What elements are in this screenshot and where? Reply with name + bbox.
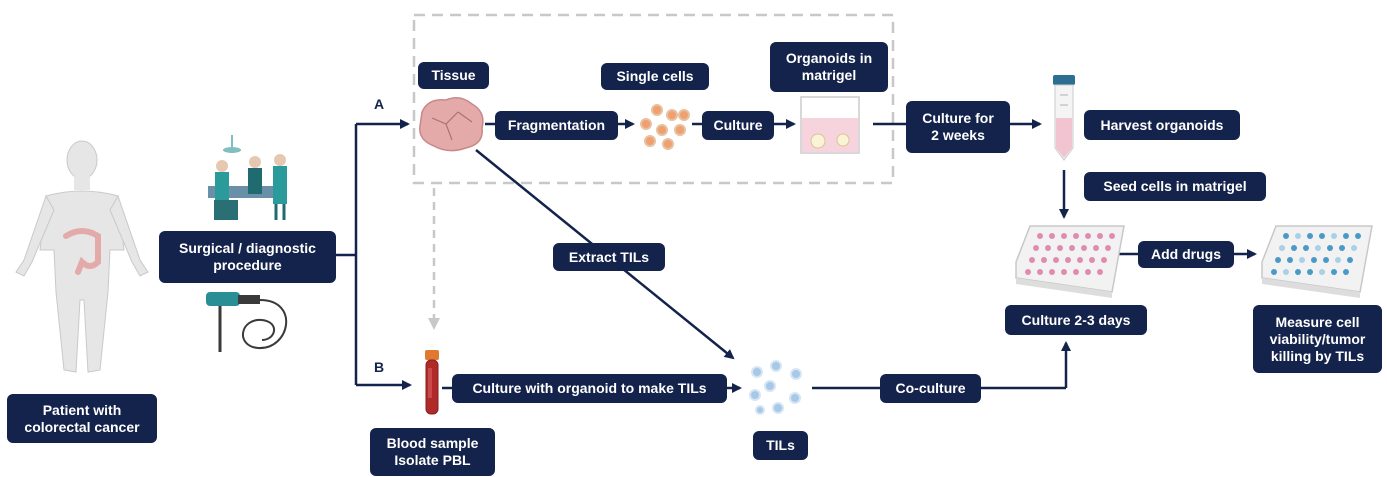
well-plate-pink-icon bbox=[1015, 225, 1125, 298]
tils-cells-icon bbox=[749, 360, 802, 415]
organoid-region-dashed-box bbox=[412, 13, 895, 185]
patient-body-icon bbox=[15, 140, 149, 373]
endoscope-icon bbox=[206, 292, 287, 352]
harvest-organoids-label: Harvest organoids bbox=[1084, 110, 1240, 140]
blood-tube-icon bbox=[425, 350, 439, 415]
tissue-label: Tissue bbox=[418, 62, 489, 89]
fragmentation-label: Fragmentation bbox=[495, 111, 618, 140]
tils-label: TILs bbox=[753, 431, 808, 460]
add-drugs-label: Add drugs bbox=[1138, 241, 1234, 268]
conical-tube-icon bbox=[1053, 75, 1075, 161]
surgery-scene-icon bbox=[208, 135, 287, 220]
culture-2-3-days-label: Culture 2-3 days bbox=[1005, 305, 1147, 335]
seed-cells-label: Seed cells in matrigel bbox=[1084, 172, 1266, 201]
tissue-icon bbox=[419, 97, 484, 152]
procedure-label: Surgical / diagnostic procedure bbox=[159, 231, 336, 283]
path-label-b: B bbox=[374, 359, 385, 375]
culture-organoid-tils-label: Culture with organoid to make TILs bbox=[452, 374, 727, 403]
organoids-label: Organoids in matrigel bbox=[770, 42, 888, 92]
path-label-a: A bbox=[374, 96, 385, 112]
organoid-well-icon bbox=[800, 96, 860, 154]
single-cells-label: Single cells bbox=[601, 63, 709, 90]
single-cells-icon bbox=[640, 104, 690, 150]
well-plate-blue-icon bbox=[1261, 225, 1373, 298]
extract-tils-label: Extract TILs bbox=[553, 243, 665, 271]
culture-2-weeks-label: Culture for 2 weeks bbox=[906, 101, 1010, 153]
culture-label: Culture bbox=[702, 111, 774, 140]
patient-label: Patient with colorectal cancer bbox=[7, 394, 157, 443]
blood-sample-label: Blood sample Isolate PBL bbox=[370, 428, 495, 476]
measure-viability-label: Measure cell viability/tumor killing by … bbox=[1253, 305, 1382, 373]
co-culture-label: Co-culture bbox=[880, 374, 981, 403]
